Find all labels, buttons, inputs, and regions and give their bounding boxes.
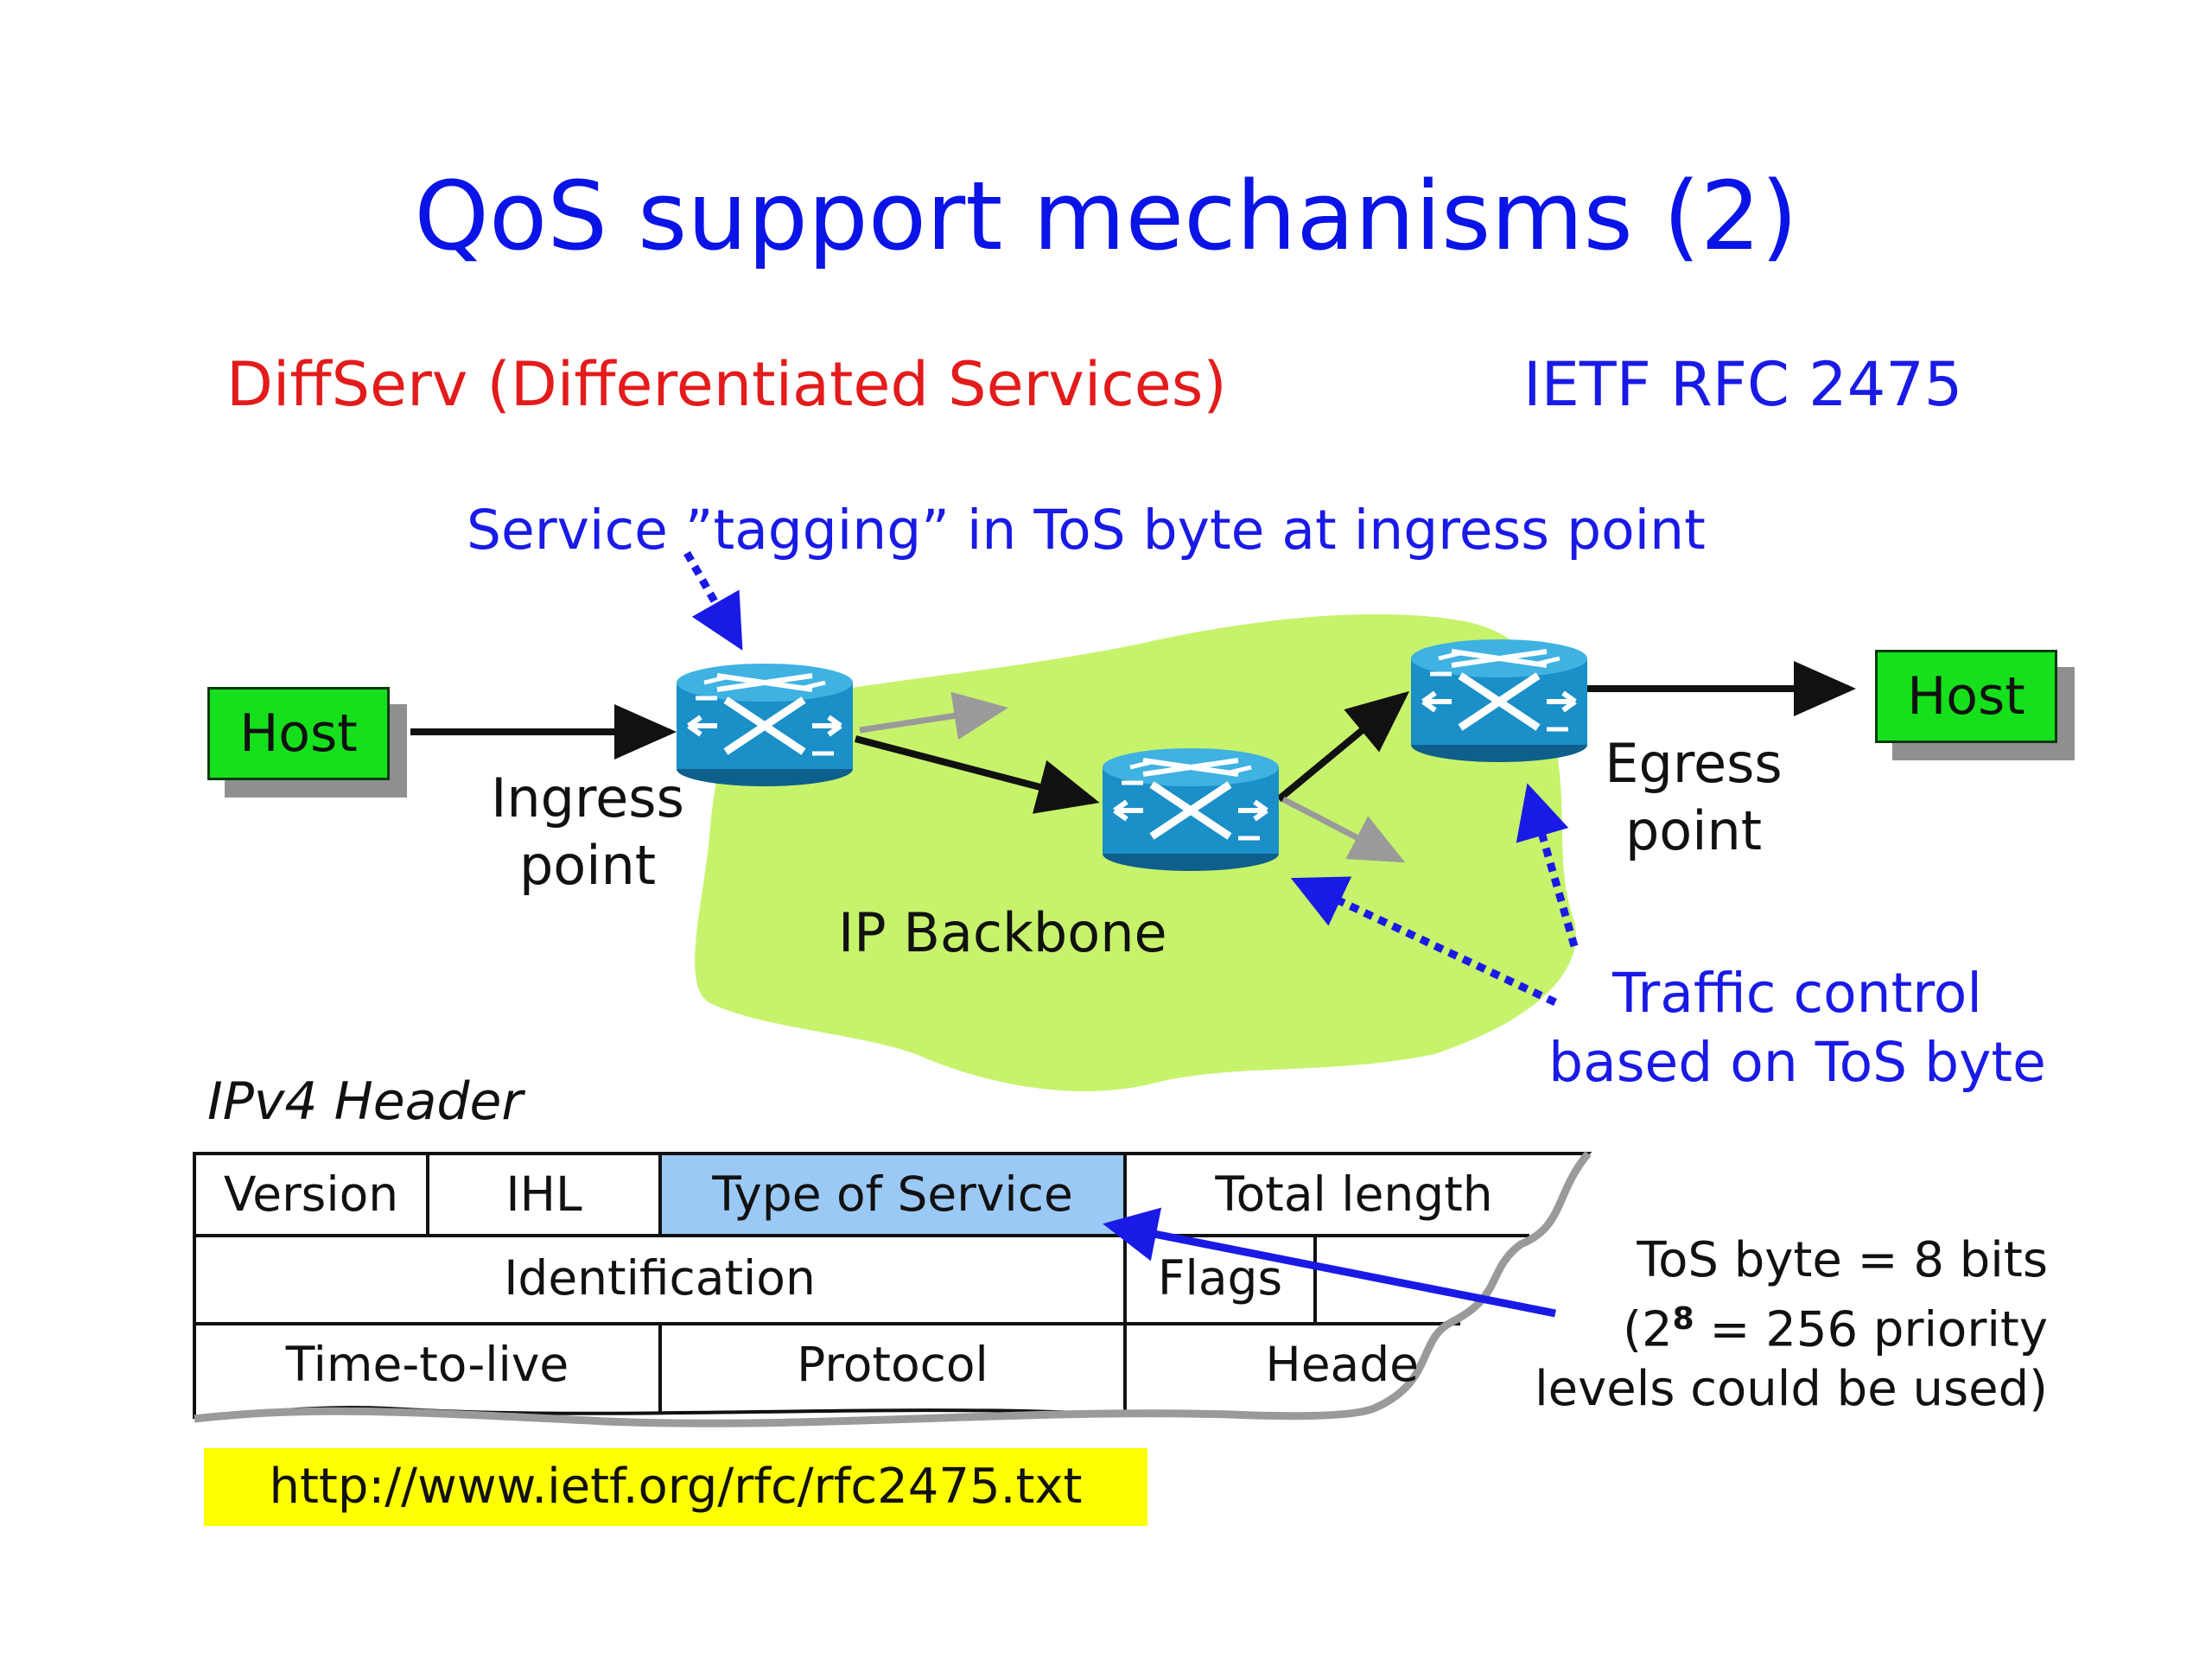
egress-line1: Egress [1605, 732, 1783, 795]
slide-title: QoS support mechanisms (2) [414, 161, 1798, 271]
egress-line2: point [1624, 799, 1763, 862]
header-cell-total-length: Total length [1215, 1166, 1493, 1222]
ingress-point-label: Ingress point [458, 765, 717, 899]
ingress-line2: point [518, 834, 657, 897]
header-cell-protocol: Protocol [797, 1337, 988, 1392]
traffic-control-note: Traffic control based on ToS byte [1529, 959, 2065, 1097]
header-cell-version: Version [223, 1166, 399, 1222]
header-cell-ihl: IHL [505, 1166, 582, 1222]
tos-note-line2-suffix: = 256 priority [1694, 1301, 2048, 1358]
tos-note-line1: ToS byte = 8 bits [1637, 1232, 2048, 1288]
traffic-note-line2: based on ToS byte [1548, 1031, 2046, 1094]
tos-note-exponent: 8 [1672, 1301, 1694, 1337]
rfc-url-box[interactable]: http://www.ietf.org/rfc/rfc2475.txt [204, 1448, 1147, 1526]
ip-backbone-label: IP Backbone [838, 901, 1167, 964]
tos-note-line3: levels could be used) [1535, 1360, 2048, 1417]
host-right: Host [1875, 650, 2057, 743]
traffic-note-line1: Traffic control [1612, 962, 1982, 1025]
header-cell-flags: Flags [1157, 1250, 1283, 1306]
tos-note-line2-prefix: (2 [1623, 1301, 1673, 1358]
host-left: Host [207, 687, 390, 780]
header-cell-type-of-service: Type of Service [712, 1166, 1073, 1222]
tos-byte-note: ToS byte = 8 bits (28 = 256 priority lev… [1495, 1231, 2048, 1419]
tagging-note: Service ”tagging” in ToS byte at ingress… [467, 499, 1706, 562]
header-cell-checksum: Heade [1125, 1324, 1419, 1406]
ipv4-header-label: IPv4 Header [207, 1071, 524, 1132]
diffserv-subtitle: DiffServ (Differentiated Services) [226, 349, 1227, 420]
tos-note-line2: (28 = 256 priority [1495, 1290, 2048, 1360]
rfc-url-link[interactable]: http://www.ietf.org/rfc/rfc2475.txt [269, 1459, 1083, 1515]
rfc-label: IETF RFC 2475 [1523, 349, 1963, 420]
ingress-line1: Ingress [491, 766, 684, 830]
router-icon [1411, 639, 1587, 762]
ipv4-header-table [193, 1151, 1592, 1427]
egress-point-label: Egress point [1564, 730, 1823, 865]
header-cell-ttl: Time-to-live [285, 1337, 569, 1392]
header-cell-checksum-text: Heade [1265, 1337, 1419, 1392]
header-cell-identification: Identification [504, 1250, 816, 1306]
header-cell-fragment [1315, 1237, 1488, 1319]
router-icon [1103, 748, 1279, 871]
